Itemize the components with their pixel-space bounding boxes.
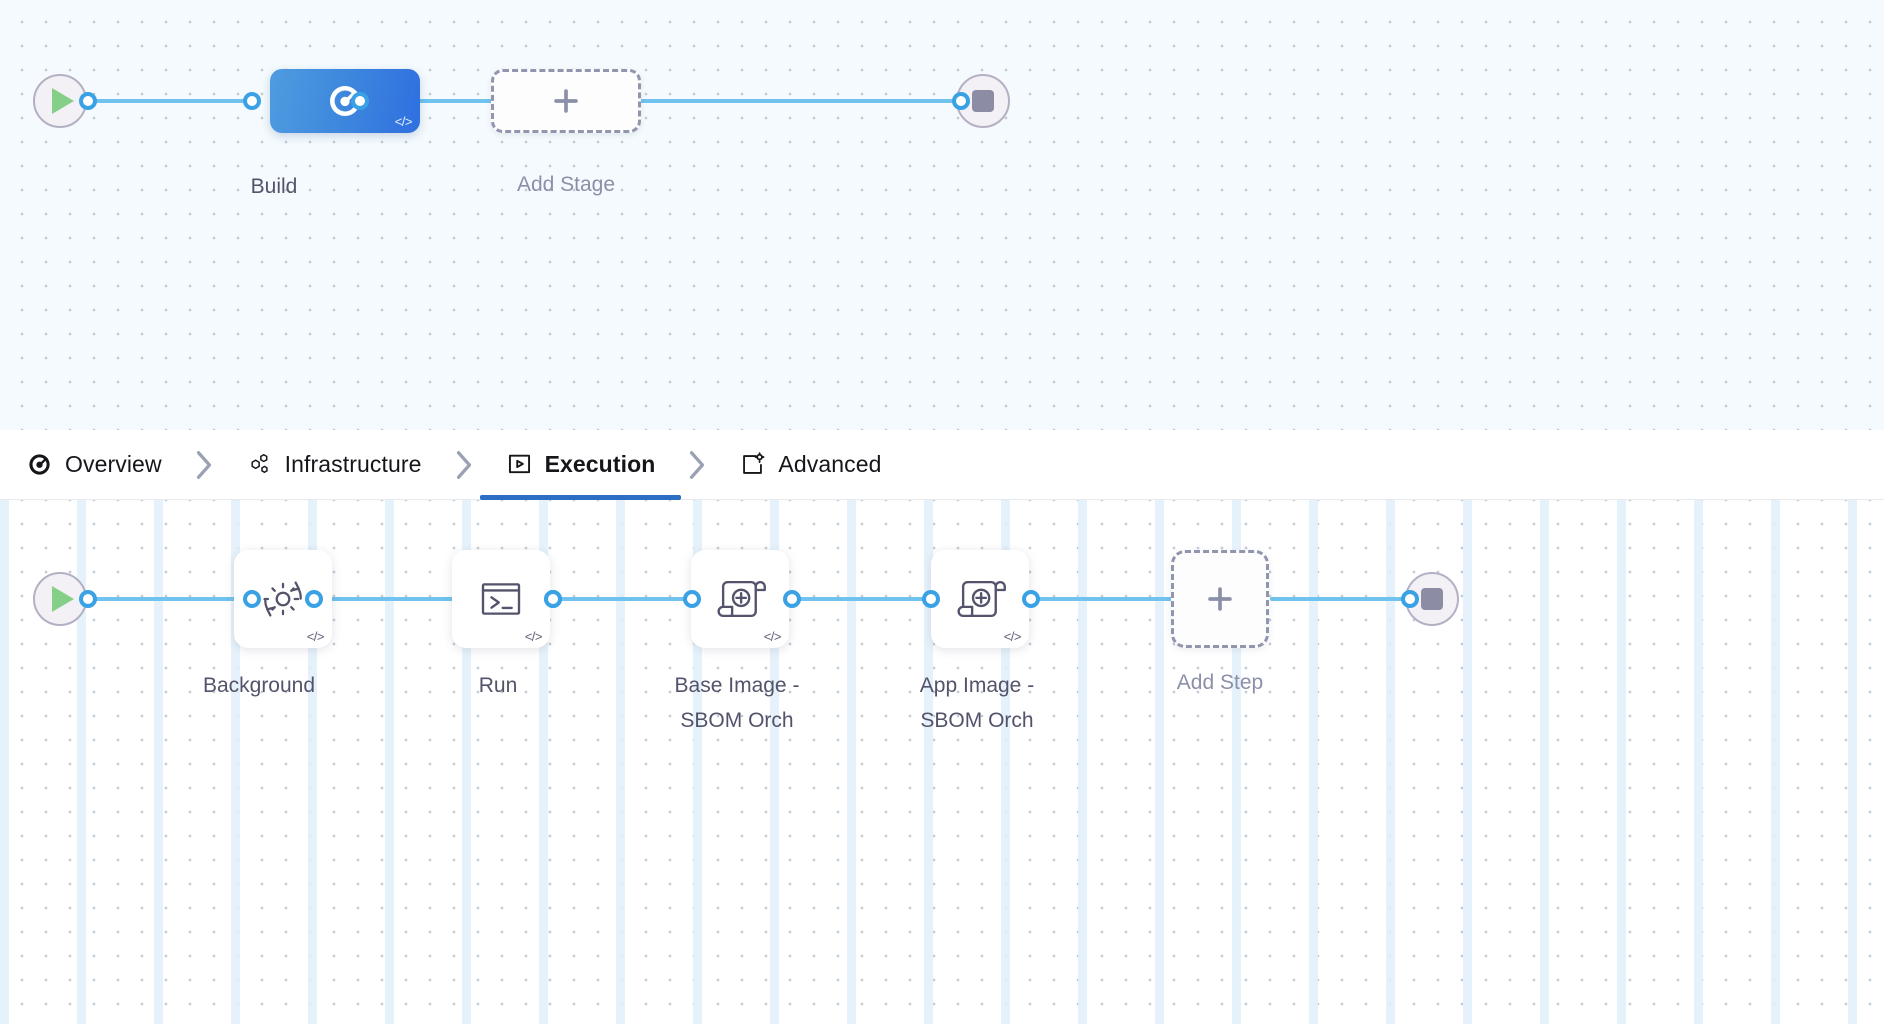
stage-build-input-port[interactable] <box>243 92 261 110</box>
step-node-base-image-sbom-orch-label: Base Image - SBOM Orch <box>674 674 800 732</box>
step-start-output-port[interactable] <box>79 590 97 608</box>
play-icon <box>52 88 74 114</box>
step-run-output-port[interactable] <box>544 590 562 608</box>
code-badge: </> <box>524 629 543 644</box>
stage-build-output-port[interactable] <box>351 92 369 110</box>
stage-edge-start-to-build <box>60 99 252 103</box>
tab-separator-3 <box>659 450 735 480</box>
step-graph-canvas[interactable]: </> Background </> Run <box>0 500 1884 1024</box>
plus-icon <box>549 84 583 118</box>
tab-advanced[interactable]: Advanced <box>735 430 885 500</box>
step-background-input-port[interactable] <box>243 590 261 608</box>
step-app-image-input-port[interactable] <box>922 590 940 608</box>
code-badge: </> <box>1003 629 1022 644</box>
tab-overview[interactable]: Overview <box>22 430 166 500</box>
step-node-run-label: Run <box>478 674 518 697</box>
step-edge-run-to-base-image <box>553 597 695 601</box>
stop-icon <box>972 90 994 112</box>
add-step-label: Add Step <box>1176 671 1264 694</box>
play-icon <box>52 586 74 612</box>
tab-separator-1 <box>166 450 242 480</box>
stage-config-tabs: Overview Infrastructure E <box>0 430 1884 500</box>
tab-execution[interactable]: Execution <box>479 430 682 500</box>
chevron-right-icon <box>690 450 705 479</box>
step-node-app-image-sbom-orch[interactable]: </> <box>931 550 1029 648</box>
hexagons-icon <box>251 453 268 474</box>
add-stage-label: Add Stage <box>516 173 616 196</box>
step-node-base-image-sbom-orch[interactable]: </> <box>691 550 789 648</box>
stage-graph-canvas[interactable]: </> Build Add Stage <box>0 0 1884 430</box>
tab-infrastructure[interactable]: Infrastructure <box>242 430 426 500</box>
code-badge: </> <box>763 629 782 644</box>
stage-start-node[interactable] <box>33 74 87 128</box>
step-node-run[interactable]: </> <box>452 550 550 648</box>
step-base-image-input-port[interactable] <box>683 590 701 608</box>
step-end-node[interactable] <box>1405 572 1459 626</box>
stop-icon <box>1421 588 1443 610</box>
stage-end-input-port[interactable] <box>952 92 970 110</box>
step-end-input-port[interactable] <box>1401 590 1419 608</box>
step-background-output-port[interactable] <box>305 590 323 608</box>
build-ci-icon <box>29 454 50 475</box>
tab-execution-label: Execution <box>544 451 656 477</box>
terminal-icon <box>481 583 521 615</box>
step-node-background-label: Background <box>202 674 316 697</box>
step-edge-add-step-to-end <box>1270 597 1420 601</box>
stage-start-output-port[interactable] <box>79 92 97 110</box>
code-badge: </> <box>306 629 325 644</box>
chevron-right-icon <box>196 450 211 479</box>
scroll-plus-icon <box>957 580 1006 618</box>
step-edge-app-image-to-add-step <box>1031 597 1173 601</box>
tab-advanced-label: Advanced <box>778 451 882 477</box>
stage-node-build[interactable]: </> <box>270 69 420 133</box>
tab-overview-label: Overview <box>65 451 162 477</box>
tab-separator-2 <box>426 450 502 480</box>
plus-icon <box>1203 582 1237 616</box>
code-badge: </> <box>394 114 413 129</box>
tab-infrastructure-label: Infrastructure <box>284 451 422 477</box>
step-edge-start-to-background <box>60 597 252 601</box>
step-base-image-output-port[interactable] <box>783 590 801 608</box>
step-edge-background-to-run <box>313 597 455 601</box>
step-start-node[interactable] <box>33 572 87 626</box>
stage-node-build-label: Build <box>250 175 298 198</box>
add-step-node[interactable] <box>1171 550 1269 648</box>
stage-edge-add-to-end <box>638 99 958 103</box>
chevron-right-icon <box>456 450 471 479</box>
play-box-icon <box>508 454 530 474</box>
step-edge-base-image-to-app-image <box>792 597 934 601</box>
scroll-plus-icon <box>717 580 766 618</box>
box-gear-icon <box>743 452 765 474</box>
add-stage-node[interactable] <box>491 69 641 133</box>
step-node-app-image-sbom-orch-label: App Image - SBOM Orch <box>919 674 1035 732</box>
step-app-image-output-port[interactable] <box>1022 590 1040 608</box>
stage-edge-build-to-add <box>358 99 500 103</box>
gear-refresh-icon <box>263 581 302 617</box>
